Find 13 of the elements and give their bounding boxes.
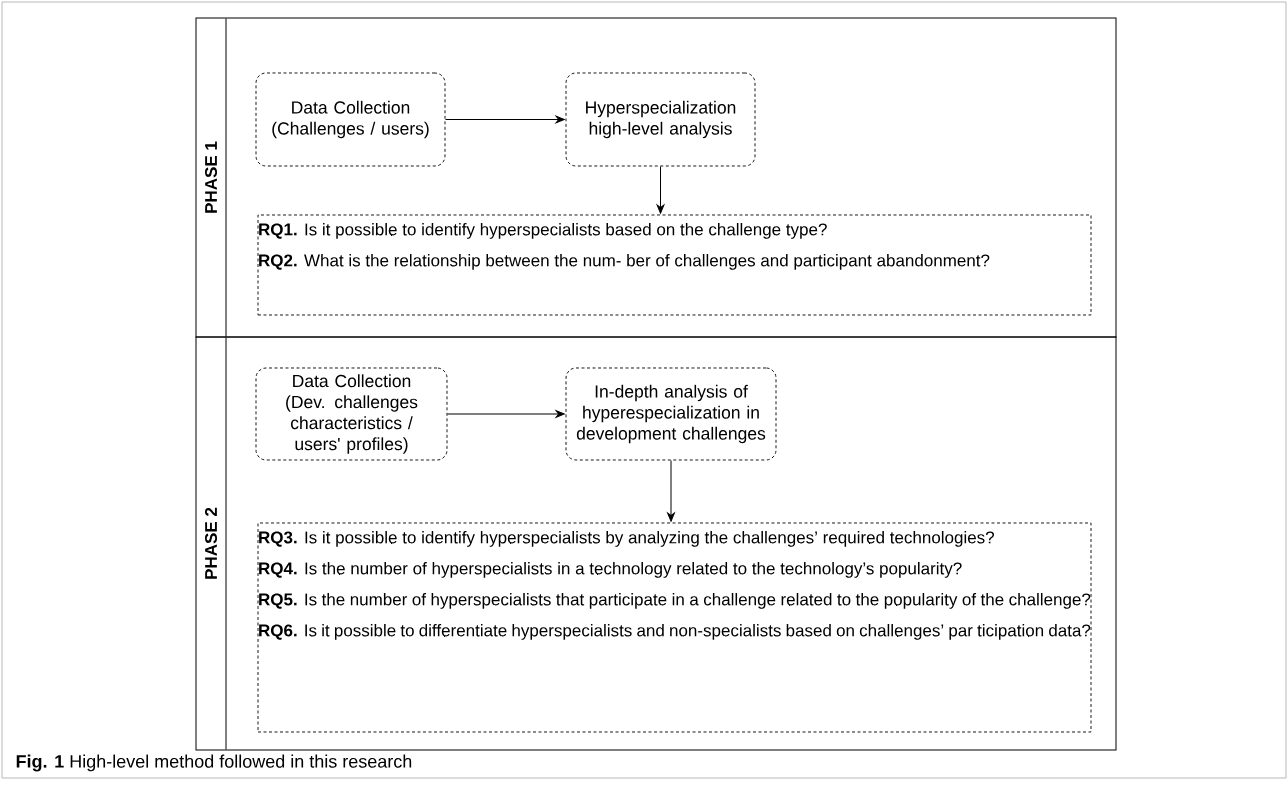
process-box: Data Collection (Dev. challenges characteristics / users' profiles) [255,367,448,461]
phase-label: PHASE 1 [205,141,218,213]
process-box: In-depth analysis of hyperespecialization in development challenges [565,367,777,461]
arrow [656,165,665,214]
phase-label: PHASE 2 [205,507,218,579]
process-box: Data Collection (Challenges / users) [255,72,446,167]
arrow [446,410,565,418]
arrow [444,115,565,124]
arrow [667,459,675,522]
question-box: RQ3. Is it possible to identify hyperspecialists by analyzing the challenges’ required technologies? RQ4. Is the number of hyperspecialists in a technology related to the technology’s popularity? RQ5. Is the number of hyperspecialists that participate in a challenge related to the popularity of the challenge? RQ6. Is it possible to differentiate hyperspecialists and non-specialists based on challenges’ par ticipation data? [257,522,1092,733]
process-box: Hyperspecialization high-level analysis [565,72,756,167]
caption: Fig. 1 High-level method followed in this research [16,754,412,772]
question-box: RQ1. Is it possible to identify hyperspecialists based on the challenge type? RQ2. What is the relationship between the num- ber of challenges and participant abandonment? [257,214,1092,316]
